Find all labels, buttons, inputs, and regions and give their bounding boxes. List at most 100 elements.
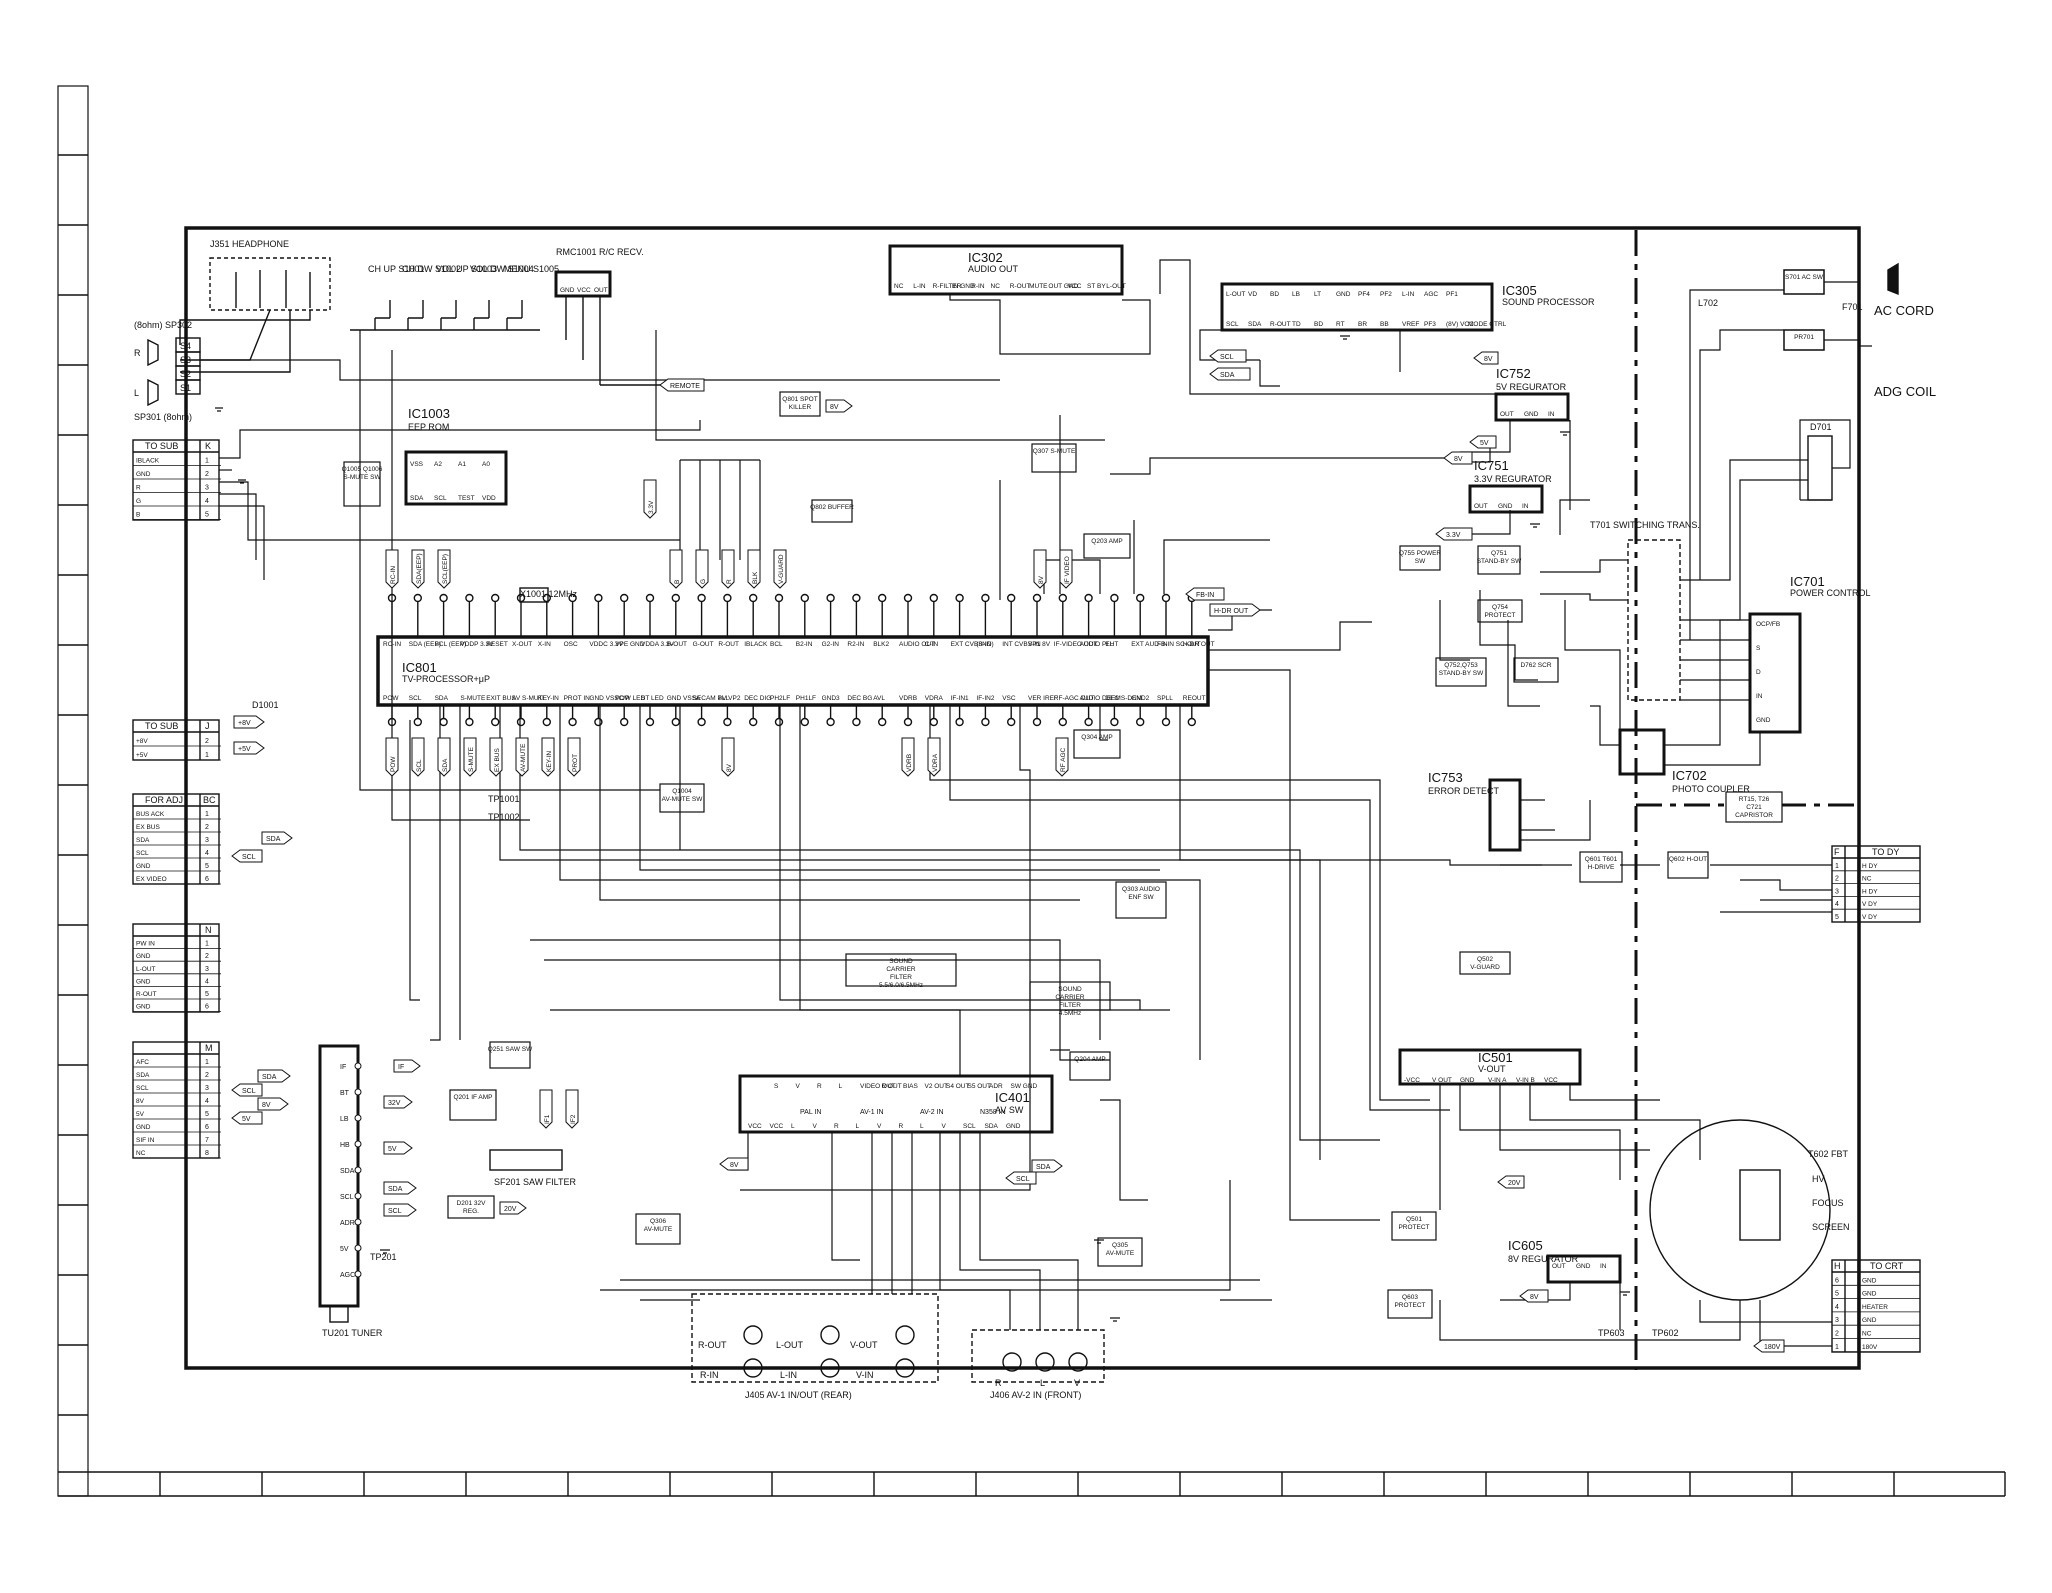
- ic302-pin-label: IN GND: [952, 283, 975, 290]
- connector-bc-signal: SDA: [136, 837, 150, 844]
- ic1003-bottom-pin-label: SCL: [434, 495, 447, 502]
- ic801-bottom-pin: [878, 717, 887, 727]
- connector-f-signal: H DY: [1862, 888, 1878, 895]
- block-q755-box: [1399, 545, 1441, 571]
- ic401-group-label: PAL IN: [800, 1109, 821, 1116]
- tuner-pin-label: HB: [340, 1142, 350, 1149]
- t701-label: T701 SWITCHING TRANS.: [1590, 520, 1700, 530]
- hp-pin-s2: S2: [180, 369, 191, 379]
- ic801-top-pin-label: AUDIO PLL: [1080, 641, 1114, 648]
- fbt-focus: FOCUS: [1812, 1198, 1844, 1208]
- ic801-top-pin: [903, 593, 913, 603]
- ic801-top-pin-label: G-OUT: [693, 641, 714, 648]
- ic801-top-pin-label: VP1 8V: [1028, 641, 1051, 648]
- ic801-top-pin-label: VDDA 3.3V: [641, 641, 675, 648]
- ic801-bottom-pin-label: SDA: [435, 695, 449, 702]
- headphone-title: J351 HEADPHONE: [210, 239, 289, 249]
- ic801-top-pin-label: EXT AUD-IN: [1131, 641, 1168, 648]
- signal-remote: REMOTE: [670, 383, 700, 390]
- ic302-pin-label: L-OUT: [1106, 283, 1126, 290]
- ic801-output-signal: EX BUS: [494, 747, 501, 772]
- connector-h-pin: 1: [1835, 1344, 1839, 1351]
- ic401-av-switch: IC401 AV SW: [738, 1074, 1054, 1134]
- connector-bc-pin: 1: [205, 811, 209, 818]
- tuner-signal: 5V: [388, 1146, 397, 1153]
- connector-m-pin: 4: [205, 1098, 209, 1105]
- ic753-error-detect: IC753 ERROR DETECT: [1428, 770, 1522, 852]
- ic801-bottom-pin: [568, 717, 577, 727]
- ic801-output-signal: PROT: [572, 754, 579, 772]
- ic752-name: IC752: [1496, 366, 1531, 381]
- connector-k-pin: 2: [205, 471, 209, 478]
- ic801-output-signal: SDA: [442, 758, 449, 772]
- connector-m-signal: GND: [136, 1124, 151, 1131]
- tuner-signal-tag: [499, 1201, 527, 1215]
- key-switches: CH UP S1001 CH DW S1002 VOL UP S1003 VOL…: [350, 264, 559, 331]
- connector-n-signal: GND: [136, 953, 151, 960]
- sp302-label: (8ohm) SP302: [134, 320, 192, 330]
- signal-plus-8v-tag: [233, 715, 265, 729]
- signal-plus-5v: +5V: [238, 746, 251, 753]
- tuner-signal: 32V: [388, 1100, 401, 1107]
- block-q251-box: [489, 1041, 531, 1069]
- ic401-top-pin-label: S5 OUT: [968, 1083, 992, 1090]
- signal-h-dr-out-tag: [1209, 603, 1261, 617]
- ic801-output-signal-tag: [411, 737, 425, 777]
- signal-scl-tag: [1209, 349, 1247, 363]
- tuner-signal-tag: [383, 1095, 413, 1109]
- ic501-name: IC501: [1478, 1050, 1513, 1065]
- ic401-top-pin-label: V: [796, 1083, 801, 1090]
- ic801-top-pin: [1032, 593, 1042, 603]
- ic1003-top-pin-label: VSS: [410, 461, 424, 468]
- ic801-output-signal: POW: [390, 756, 397, 772]
- connector-n-signal: GND: [136, 1004, 151, 1011]
- ic801-bottom-pin: [413, 717, 422, 727]
- ic401-top-pin-label: BIAS: [903, 1083, 918, 1090]
- block-q502-box: [1459, 951, 1511, 975]
- connector-bc-title: FOR ADJ: [145, 795, 183, 805]
- connector-bc-signal: SCL: [136, 850, 149, 857]
- block-q752-box: [1435, 657, 1487, 687]
- connector-m-pin: 7: [205, 1137, 209, 1144]
- bridge-d701: D701: [1807, 422, 1833, 501]
- ic305-bottom-pin-label: (8V) VCC: [1446, 321, 1474, 328]
- block-q306-box: [635, 1213, 681, 1245]
- signal-scl-tag: [231, 1083, 263, 1097]
- ic801-bottom-pin-label: VSC: [1002, 695, 1016, 702]
- tuner-signal-tag: [383, 1181, 417, 1195]
- ic801-input-signal: RC-IN: [390, 566, 397, 584]
- ic801-bottom-pin-label: RF-AGC OUT: [1054, 695, 1094, 702]
- tuner-pin: [354, 1140, 362, 1148]
- ic305-bottom-pin-label: MODE CTRL: [1468, 321, 1507, 328]
- tuner-pin: [354, 1088, 362, 1096]
- ic701-pin-label: OCP/FB: [1756, 621, 1780, 628]
- connector-k-code: K: [205, 441, 211, 451]
- ic305-bottom-pin-label: R-OUT: [1270, 321, 1291, 328]
- block-s701-label: S701 AC SW: [1785, 274, 1824, 281]
- connector-m-signal: 5V: [136, 1111, 145, 1118]
- signal-20v: 20V: [1508, 1180, 1521, 1187]
- ic801-top-pin: [568, 593, 577, 603]
- ic801-input-signal-tag: [669, 549, 683, 589]
- ic302-desc: AUDIO OUT: [968, 264, 1019, 274]
- ic801-output-signal-tag: [901, 737, 915, 777]
- ic801-input-signal-tag: [721, 549, 735, 589]
- connector-bc: FOR ADJ BC: [132, 793, 220, 885]
- ic801-top-pin-label: X-IN: [538, 641, 551, 648]
- ic302-pin-label: R-FILTER: [933, 283, 962, 290]
- connector-m-signal: SCL: [136, 1085, 149, 1092]
- ic305-top-pin-label: PF1: [1446, 291, 1458, 298]
- ic801-bottom-pin: [1032, 717, 1042, 727]
- ic801-bottom-pin: [1135, 717, 1145, 727]
- ic752-5v-regulator: IC752 5V REGURATOR: [1494, 366, 1570, 422]
- ic501-pin-label: GND: [1460, 1077, 1475, 1084]
- block-q601-box: [1579, 851, 1623, 883]
- ic501-pin-label: V OUT: [1432, 1077, 1452, 1084]
- ic305-bottom-pin-label: BR: [1358, 321, 1367, 328]
- ic605-pin-label: GND: [1576, 1263, 1591, 1270]
- block-q204-box: [1069, 1051, 1111, 1081]
